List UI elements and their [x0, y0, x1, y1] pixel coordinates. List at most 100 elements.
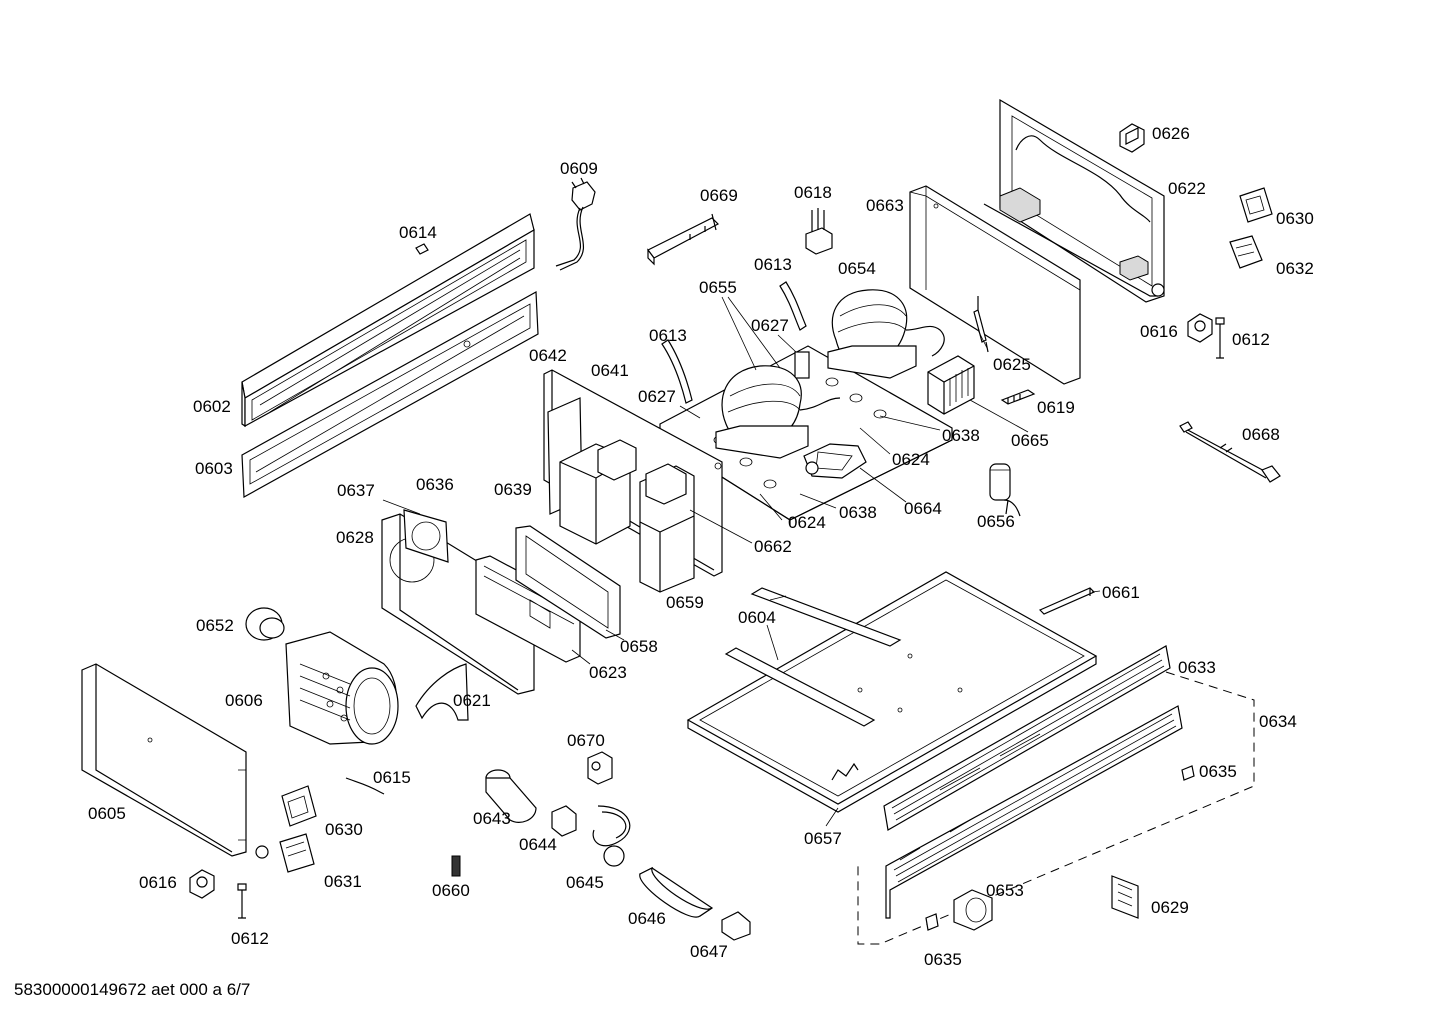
label-0624-upper: 0624 [892, 450, 930, 469]
water-valve-part [587, 751, 613, 785]
water-line-assembly-part [592, 805, 631, 867]
label-0613-lower: 0613 [649, 326, 687, 345]
label-0616-bottom: 0616 [139, 873, 177, 892]
label-0606: 0606 [225, 691, 263, 710]
side-base-panel-part [81, 663, 269, 859]
label-0609: 0609 [560, 159, 598, 178]
sensor-wire-part [345, 777, 385, 795]
leveling-screw-part [1215, 317, 1225, 359]
label-0664: 0664 [904, 499, 942, 518]
grille-clip-right-part [1181, 765, 1195, 781]
sensor-part [1119, 123, 1145, 153]
label-0662: 0662 [754, 537, 792, 556]
label-0646: 0646 [628, 909, 666, 928]
label-0627-lower: 0627 [638, 387, 676, 406]
label-0627-upper: 0627 [751, 316, 789, 335]
switch-housing-lower-part [281, 785, 317, 827]
label-0661: 0661 [1102, 583, 1140, 602]
label-0622: 0622 [1168, 179, 1206, 198]
water-hose-part [1179, 421, 1281, 483]
compressor-left-part [715, 365, 841, 459]
filter-cap-part [721, 911, 751, 941]
label-0619: 0619 [1037, 398, 1075, 417]
label-0604: 0604 [738, 608, 776, 627]
label-0629: 0629 [1151, 898, 1189, 917]
label-0635-right: 0635 [1199, 762, 1237, 781]
label-0660: 0660 [432, 881, 470, 900]
label-0632: 0632 [1276, 259, 1314, 278]
ventilation-cover-part [953, 889, 993, 931]
label-0634: 0634 [1259, 712, 1297, 731]
transformer-part [559, 439, 637, 545]
bracket-plate-part [1111, 875, 1139, 919]
label-0659: 0659 [666, 593, 704, 612]
label-0612-top: 0612 [1232, 330, 1270, 349]
lower-grille-part [885, 705, 1183, 919]
board-cover-frame-part [515, 525, 621, 639]
spring-part [451, 855, 461, 877]
label-0630-top: 0630 [1276, 209, 1314, 228]
label-0621: 0621 [453, 691, 491, 710]
label-0663: 0663 [866, 196, 904, 215]
document-footer-code: 58300000149672 aet 000 a 6/7 [14, 980, 251, 999]
fan-grille-part [403, 509, 449, 563]
label-0652: 0652 [196, 616, 234, 635]
condenser-fan-housing-part [285, 631, 399, 745]
switch-cover-lower-part [279, 833, 315, 873]
label-0638-upper: 0638 [942, 426, 980, 445]
label-0616-top: 0616 [1140, 322, 1178, 341]
label-0665: 0665 [1011, 431, 1049, 450]
fan-shroud-part [415, 663, 469, 721]
switch-housing-upper-part [1239, 187, 1273, 223]
label-0643: 0643 [473, 809, 511, 828]
label-0668: 0668 [1242, 425, 1280, 444]
label-0614: 0614 [399, 223, 437, 242]
tube-part [779, 281, 807, 331]
leveling-screw-lower-part [237, 883, 247, 919]
label-0631: 0631 [324, 872, 362, 891]
label-0626: 0626 [1152, 124, 1190, 143]
capacitor-box-part [927, 355, 975, 415]
label-0656: 0656 [977, 512, 1015, 531]
label-0603: 0603 [195, 459, 233, 478]
label-0605: 0605 [88, 804, 126, 823]
terminal-strip-part [1000, 389, 1036, 405]
label-0637: 0637 [337, 481, 375, 500]
label-0644: 0644 [519, 835, 557, 854]
label-0615: 0615 [373, 768, 411, 787]
clip-part [415, 243, 429, 255]
label-0638-lower: 0638 [839, 503, 877, 522]
power-cord-part [555, 177, 596, 271]
part-labels: 0609 0614 0602 0603 0669 0618 0663 0626 … [88, 124, 1314, 969]
front-panel-lower-part [241, 291, 539, 498]
label-0653: 0653 [986, 881, 1024, 900]
label-0636: 0636 [416, 475, 454, 494]
leader-lines [382, 296, 1101, 827]
label-0630-bottom: 0630 [325, 820, 363, 839]
label-0625: 0625 [993, 355, 1031, 374]
bracket-part [647, 213, 719, 266]
switch-cover-part [1229, 235, 1263, 269]
base-drip-tray-part [686, 571, 1098, 813]
fan-motor-part [245, 607, 285, 641]
valve-connector-part [551, 805, 577, 837]
label-0635-bottom: 0635 [924, 950, 962, 969]
label-0645: 0645 [566, 873, 604, 892]
label-0647: 0647 [690, 942, 728, 961]
grille-clip-bottom-part [925, 913, 939, 931]
label-0633: 0633 [1178, 658, 1216, 677]
side-rail-part [1038, 587, 1096, 615]
upper-grille-part [883, 645, 1171, 831]
label-0654: 0654 [838, 259, 876, 278]
label-0623: 0623 [589, 663, 627, 682]
relay-part [805, 208, 833, 255]
label-0618: 0618 [794, 183, 832, 202]
filter-housing-part [485, 769, 537, 823]
label-0612-bottom: 0612 [231, 929, 269, 948]
rear-cover-panel-part [909, 185, 1081, 385]
electronics-housing-part [983, 98, 1165, 303]
condenser-fan-motor-part [803, 443, 867, 479]
run-capacitor-part [989, 463, 1021, 517]
tube-part [661, 339, 693, 404]
